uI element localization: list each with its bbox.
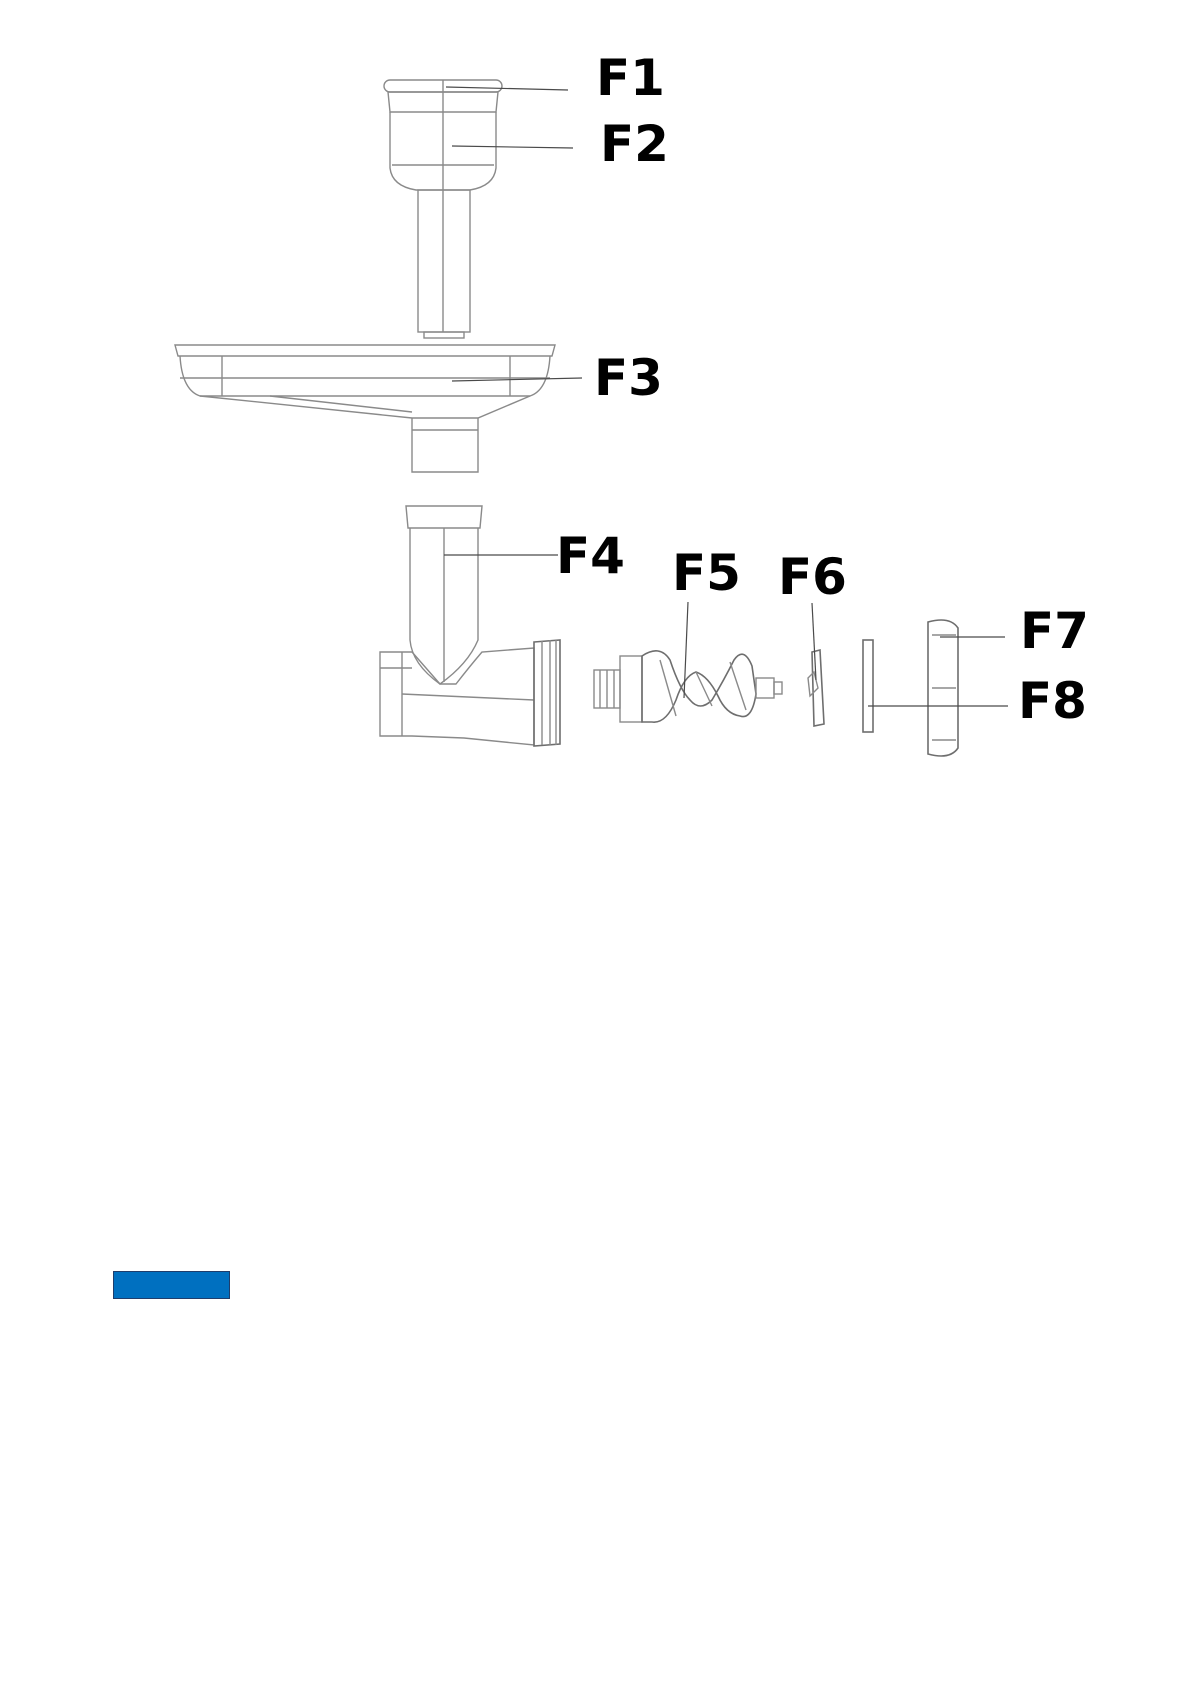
feed-tray-part [175,345,555,472]
grinder-body-part [380,506,560,746]
blue-section-marker [113,1271,230,1299]
callout-f4: F4 [556,527,625,585]
callout-f5: F5 [672,544,741,602]
callout-f1: F1 [596,49,665,107]
leader-line-f5 [684,602,688,698]
callout-f8: F8 [1018,672,1087,730]
leader-line-f2 [452,146,573,148]
leader-line-f1 [446,87,568,90]
callout-f7: F7 [1020,602,1089,660]
callout-f6: F6 [778,548,847,606]
locking-ring-part [928,620,958,756]
callout-f2: F2 [600,115,669,173]
mincing-plate-part [863,640,873,732]
pusher-part [384,80,502,338]
auger-screw-part [594,651,782,722]
cutting-blade-part [808,650,824,726]
callout-f3: F3 [594,349,663,407]
